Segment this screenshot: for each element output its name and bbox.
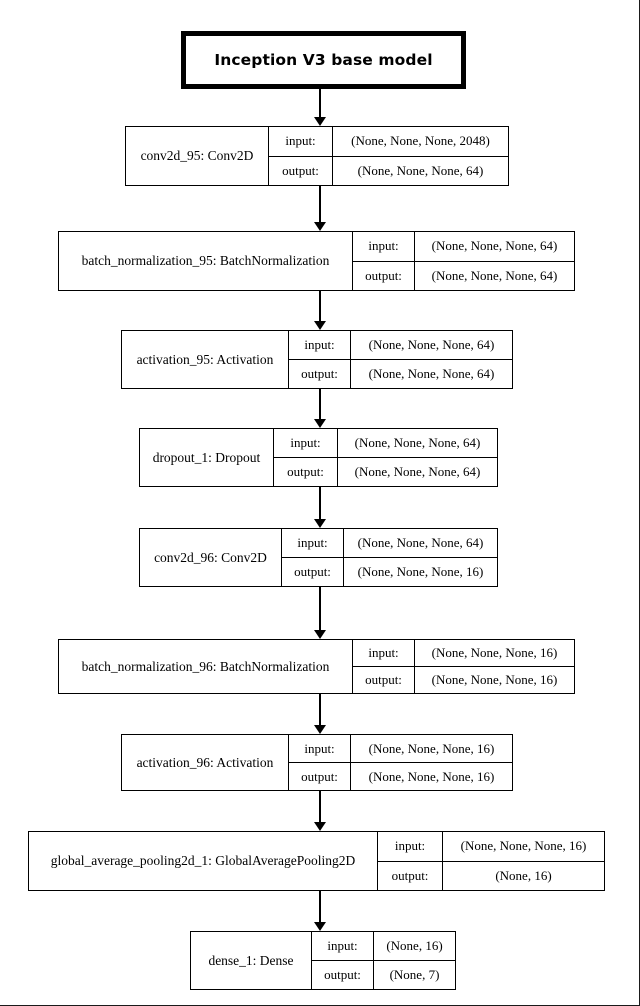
output-key: output:: [289, 763, 351, 790]
node-batch-normalization-96[interactable]: batch_normalization_96: BatchNormalizati…: [58, 639, 575, 694]
output-key: output:: [353, 667, 415, 693]
input-key: input:: [274, 429, 338, 457]
input-key: input:: [289, 331, 351, 359]
arrow-connector: [313, 389, 327, 428]
node-input-row: input: (None, None, None, 16): [289, 735, 512, 763]
output-shape: (None, None, None, 16): [368, 768, 495, 784]
input-key: input:: [269, 127, 333, 156]
arrow-connector: [313, 891, 327, 931]
output-key: output:: [274, 458, 338, 486]
node-output-row: output: (None, 7): [312, 961, 455, 989]
node-output-row: output: (None, None, None, 64): [274, 458, 497, 486]
node-label: activation_96: Activation: [122, 735, 289, 790]
output-shape: (None, None, None, 64): [357, 162, 484, 178]
node-input-row: input: (None, None, None, 16): [353, 640, 574, 667]
output-key: output:: [269, 156, 333, 185]
node-io-table: input: (None, None, None, 16) output: (N…: [289, 735, 512, 790]
input-shape: (None, None, None, 2048): [351, 133, 490, 149]
node-input-row: input: (None, None, None, 64): [289, 331, 512, 360]
arrow-connector: [313, 587, 327, 639]
node-output-row: output: (None, None, None, 64): [289, 360, 512, 388]
node-conv2d-95[interactable]: conv2d_95: Conv2D input: (None, None, No…: [125, 126, 509, 186]
node-input-row: input: (None, 16): [312, 932, 455, 961]
node-conv2d-96[interactable]: conv2d_96: Conv2D input: (None, None, No…: [139, 528, 498, 587]
node-input-row: input: (None, None, None, 64): [282, 529, 497, 558]
input-shape: (None, None, None, 64): [357, 535, 484, 550]
node-output-row: output: (None, None, None, 16): [282, 558, 497, 586]
output-shape: (None, 7): [389, 967, 440, 982]
input-key: input:: [353, 640, 415, 666]
arrow-connector: [313, 694, 327, 734]
arrow-connector: [313, 487, 327, 528]
input-key: input:: [312, 932, 374, 960]
node-dense-1[interactable]: dense_1: Dense input: (None, 16) output:…: [190, 931, 456, 990]
input-shape: (None, None, None, 64): [354, 435, 481, 450]
node-output-row: output: (None, None, None, 16): [353, 667, 574, 693]
node-label: dropout_1: Dropout: [140, 429, 274, 486]
input-shape: (None, None, None, 16): [368, 740, 495, 756]
node-io-table: input: (None, None, None, 64) output: (N…: [289, 331, 512, 388]
output-key: output:: [312, 961, 374, 989]
input-key: input:: [378, 832, 443, 861]
node-label: activation_95: Activation: [122, 331, 289, 388]
output-shape: (None, None, None, 16): [357, 564, 484, 579]
node-io-table: input: (None, None, None, 16) output: (N…: [353, 640, 574, 693]
node-io-table: input: (None, 16) output: (None, 7): [312, 932, 455, 989]
node-input-row: input: (None, None, None, 16): [378, 832, 604, 862]
output-shape: (None, None, None, 16): [431, 672, 558, 687]
output-key: output:: [378, 861, 443, 890]
node-label: conv2d_96: Conv2D: [140, 529, 282, 586]
node-activation-96[interactable]: activation_96: Activation input: (None, …: [121, 734, 513, 791]
output-shape: (None, 16): [495, 867, 552, 883]
output-key: output:: [353, 261, 415, 290]
output-key: output:: [282, 558, 344, 586]
node-io-table: input: (None, None, None, 64) output: (N…: [274, 429, 497, 486]
node-output-row: output: (None, 16): [378, 861, 604, 890]
arrow-connector: [313, 791, 327, 831]
input-shape: (None, None, None, 16): [431, 645, 558, 660]
arrow-connector: [313, 291, 327, 330]
input-shape: (None, 16): [386, 938, 443, 953]
node-label: conv2d_95: Conv2D: [126, 127, 269, 185]
output-shape: (None, None, None, 64): [354, 464, 481, 479]
input-shape: (None, None, None, 64): [368, 337, 495, 352]
node-io-table: input: (None, None, None, 64) output: (N…: [282, 529, 497, 586]
node-dropout-1[interactable]: dropout_1: Dropout input: (None, None, N…: [139, 428, 498, 487]
output-key: output:: [289, 360, 351, 388]
node-output-row: output: (None, None, None, 16): [289, 763, 512, 790]
input-key: input:: [289, 735, 351, 762]
input-key: input:: [353, 232, 415, 261]
node-input-row: input: (None, None, None, 2048): [269, 127, 508, 157]
input-key: input:: [282, 529, 344, 557]
node-inception-v3-base-model[interactable]: Inception V3 base model: [181, 31, 466, 89]
node-input-row: input: (None, None, None, 64): [353, 232, 574, 262]
arrow-connector: [313, 186, 327, 231]
output-shape: (None, None, None, 64): [368, 366, 495, 381]
output-shape: (None, None, None, 64): [431, 267, 558, 283]
node-label: Inception V3 base model: [214, 51, 433, 69]
node-input-row: input: (None, None, None, 64): [274, 429, 497, 458]
node-label: dense_1: Dense: [191, 932, 312, 989]
node-output-row: output: (None, None, None, 64): [353, 261, 574, 290]
arrow-connector: [313, 89, 327, 126]
node-io-table: input: (None, None, None, 16) output: (N…: [378, 832, 604, 890]
node-activation-95[interactable]: activation_95: Activation input: (None, …: [121, 330, 513, 389]
node-output-row: output: (None, None, None, 64): [269, 156, 508, 185]
input-shape: (None, None, None, 16): [460, 838, 587, 854]
input-shape: (None, None, None, 64): [431, 238, 558, 254]
node-io-table: input: (None, None, None, 64) output: (N…: [353, 232, 574, 290]
node-global-average-pooling2d-1[interactable]: global_average_pooling2d_1: GlobalAverag…: [28, 831, 605, 891]
node-batch-normalization-95[interactable]: batch_normalization_95: BatchNormalizati…: [58, 231, 575, 291]
node-label: batch_normalization_95: BatchNormalizati…: [59, 232, 353, 290]
node-io-table: input: (None, None, None, 2048) output: …: [269, 127, 508, 185]
node-label: global_average_pooling2d_1: GlobalAverag…: [29, 832, 378, 890]
node-label: batch_normalization_96: BatchNormalizati…: [59, 640, 353, 693]
